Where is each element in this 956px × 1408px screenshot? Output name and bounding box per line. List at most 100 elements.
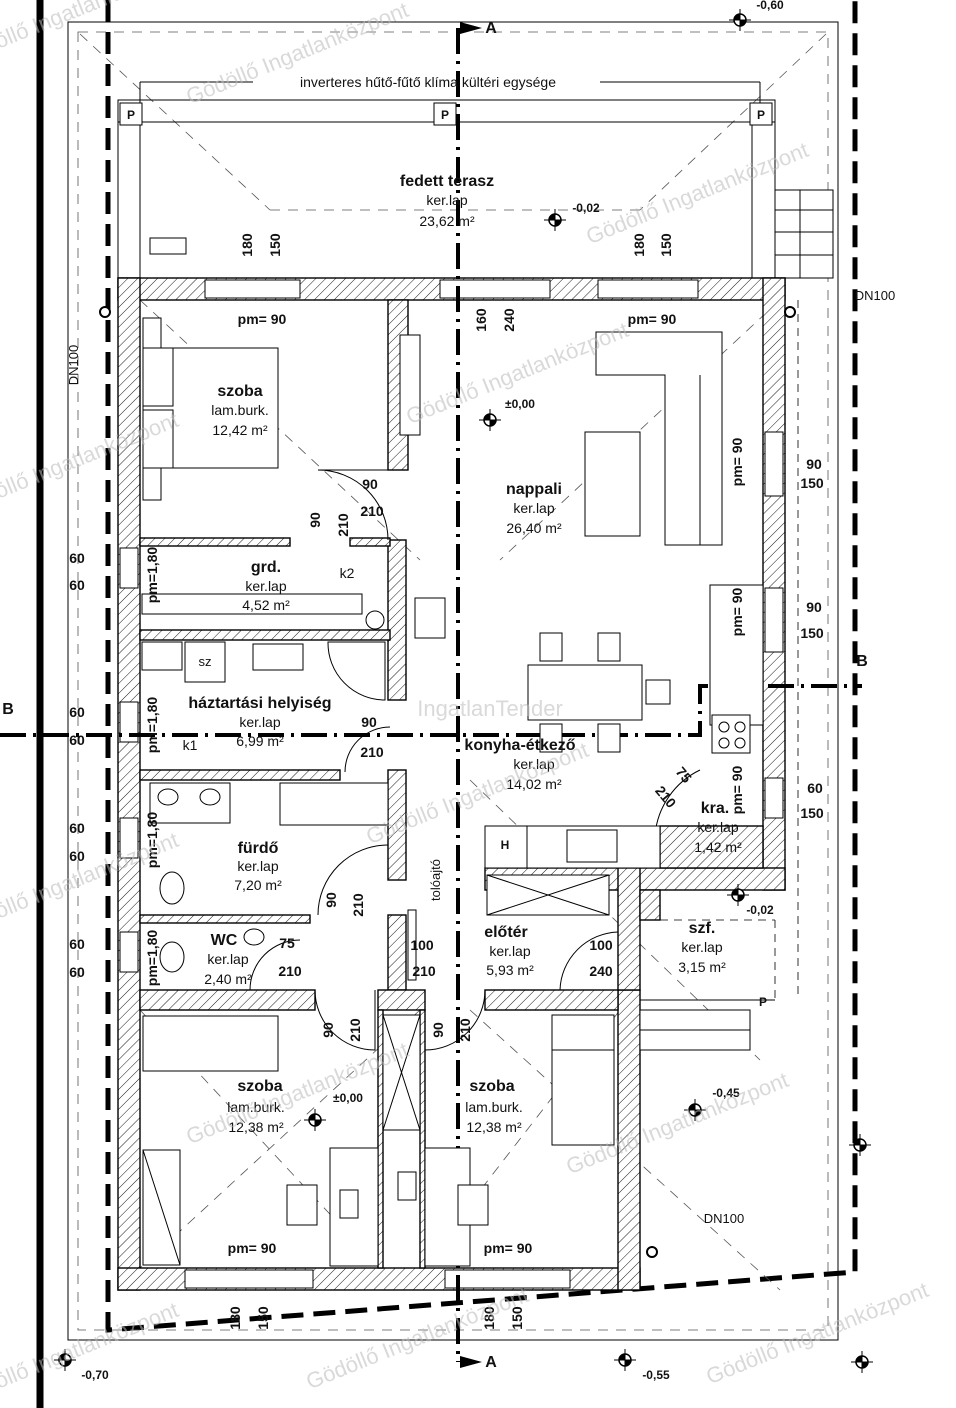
level-label: -0,70: [81, 1368, 109, 1382]
dimension: 100: [589, 937, 613, 953]
room-name: szoba: [469, 1078, 514, 1095]
dimension: 60: [807, 780, 823, 796]
pillar-label: P: [441, 108, 449, 122]
ac-unit-note: inverteres hűtő-fűtő klíma kültéri egysé…: [300, 74, 556, 90]
room-floor: ker.lap: [513, 756, 554, 772]
parapet-height: pm= 90: [228, 1240, 277, 1256]
windows: [119, 279, 784, 1289]
room-name: konyha-étkező: [464, 737, 575, 754]
dimension: 60: [69, 577, 85, 593]
level-label: ±0,00: [505, 397, 535, 411]
watermark: Gödöllő Ingatlanközpont: [702, 1277, 931, 1389]
watermark: Gödöllő Ingatlanközpont: [302, 1282, 531, 1394]
dimension: 60: [69, 936, 85, 952]
level-marker-icon: [614, 1349, 636, 1371]
level-markers: [54, 9, 873, 1373]
dimension: 60: [69, 550, 85, 566]
dimension: 180: [227, 1306, 243, 1330]
room-area: 2,40 m²: [204, 971, 252, 987]
roof-outline: [67, 21, 839, 1341]
section-arrow-a-top: [460, 22, 482, 34]
dimension: 150: [800, 625, 824, 641]
sliding-door-label: tolóajtó: [428, 859, 443, 901]
drain-pipe-icon: [784, 306, 796, 318]
dimension: 210: [360, 744, 384, 760]
room-name: kra.: [701, 800, 729, 817]
room-floor: ker.lap: [239, 714, 280, 730]
room-floor: lam.burk.: [211, 402, 269, 418]
dimension: 150: [267, 233, 283, 257]
parapet-height: pm=1,80: [144, 547, 160, 604]
dimension: 100: [410, 937, 434, 953]
dimension: 60: [69, 848, 85, 864]
section-mark-a: A: [485, 20, 497, 37]
pillar-label: P: [759, 995, 767, 1009]
dimension: 160: [473, 308, 489, 332]
section-mark-b: B: [856, 653, 868, 670]
parapet-height: pm=1,80: [144, 697, 160, 754]
watermark: Gödöllő Ingatlanközpont: [182, 0, 411, 109]
room-name: háztartási helyiség: [188, 695, 331, 712]
section-line-b: [0, 684, 862, 737]
room-area: 7,20 m²: [234, 877, 282, 893]
parapet-height: pm= 90: [729, 587, 745, 636]
parapet-height: pm=1,80: [144, 812, 160, 869]
room-area: 6,99 m²: [236, 733, 284, 749]
dimension: 210: [652, 783, 679, 811]
room-name: WC: [211, 932, 238, 949]
room-floor: ker.lap: [513, 500, 554, 516]
dimension: 210: [457, 1018, 473, 1042]
room-name: szoba: [217, 383, 262, 400]
dimension: 75: [279, 935, 295, 951]
dimension: 90: [307, 512, 323, 528]
property-line: [105, 0, 858, 1333]
dimension: 90: [323, 892, 339, 908]
dimension: 60: [69, 704, 85, 720]
dimension: 150: [800, 805, 824, 821]
drain-label: DN100: [704, 1211, 744, 1226]
dimension: 60: [69, 964, 85, 980]
room-floor: ker.lap: [681, 939, 722, 955]
watermark: Gödöllő Ingatlanközpont: [0, 1297, 182, 1408]
pillars: [119, 102, 773, 126]
doors: [249, 334, 701, 1051]
room-area: 26,40 m²: [506, 520, 562, 536]
parapet-height: pm= 90: [238, 311, 287, 327]
level-marker-icon: [54, 1349, 76, 1371]
drain-label: DN100: [855, 288, 895, 303]
dimension: 210: [350, 893, 366, 917]
level-marker-icon: [684, 1099, 706, 1121]
dimension: 240: [589, 963, 613, 979]
room-floor: ker.lap: [207, 951, 248, 967]
dimension: 90: [430, 1022, 446, 1038]
room-name: előtér: [484, 924, 528, 941]
dimension: 210: [412, 963, 436, 979]
room-floor: ker.lap: [426, 192, 467, 208]
level-label: -0,02: [746, 903, 774, 917]
watermark: Gödöllő Ingatlanközpont: [0, 0, 182, 69]
parapet-height: pm= 90: [729, 437, 745, 486]
level-marker-icon: [727, 884, 749, 906]
room-name: fürdő: [238, 840, 279, 857]
room-name: nappali: [506, 481, 562, 498]
k2-label: k2: [340, 565, 355, 581]
sz-label: sz: [199, 654, 212, 669]
room-floor: ker.lap: [237, 858, 278, 874]
dimension: 180: [239, 233, 255, 257]
section-mark-a: A: [485, 1354, 497, 1371]
dimension: 90: [806, 599, 822, 615]
room-area: 4,52 m²: [242, 597, 290, 613]
room-floor: ker.lap: [245, 578, 286, 594]
room-name: fedett terasz: [400, 173, 494, 190]
dimension: 210: [335, 513, 351, 537]
room-floor: lam.burk.: [227, 1099, 285, 1115]
k1-label: k1: [183, 737, 198, 753]
level-label: -0,60: [756, 0, 784, 12]
drain-pipe-icon: [99, 306, 111, 318]
level-marker-icon: [849, 1134, 871, 1156]
level-marker-icon: [479, 409, 501, 431]
room-area: 3,15 m²: [678, 959, 726, 975]
level-label: -0,02: [572, 201, 600, 215]
dimension: 180: [481, 1306, 497, 1330]
